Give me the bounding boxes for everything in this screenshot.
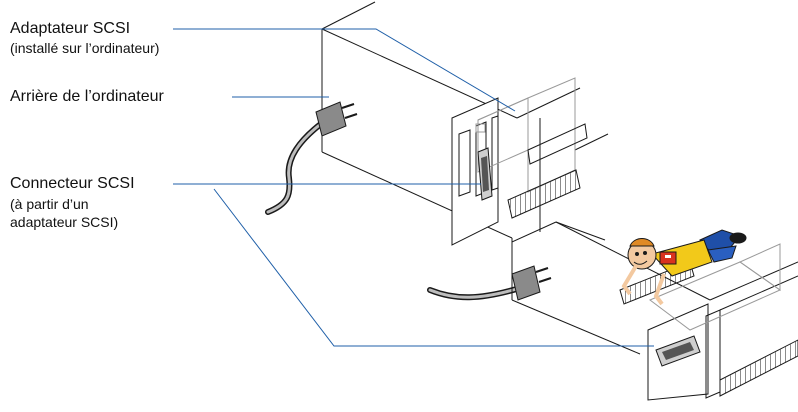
power-plug-icon	[511, 265, 541, 301]
flying-person-icon	[621, 229, 747, 306]
callout-lines	[173, 28, 654, 347]
label-scsi-adapter: Adaptateur SCSI	[10, 20, 131, 37]
label-scsi-connector-note-1: (à partir d’un	[10, 196, 89, 212]
upper-computer	[321, 1, 609, 246]
callout-scsi-connector-lower	[213, 188, 654, 347]
power-cable-lower	[427, 265, 552, 301]
label-scsi-connector: Connecteur SCSI	[10, 175, 135, 192]
lower-scsi-adapter-card	[649, 243, 782, 331]
power-cable-upper	[265, 101, 358, 215]
upper-scsi-port	[477, 123, 588, 219]
power-plug-icon	[315, 101, 347, 137]
label-computer-back: Arrière de l’ordinateur	[10, 88, 164, 105]
label-scsi-adapter-note: (installé sur l’ordinateur)	[10, 40, 160, 56]
label-scsi-connector-note-2: adaptateur SCSI)	[10, 214, 119, 230]
callout-scsi-adapter	[173, 28, 516, 112]
